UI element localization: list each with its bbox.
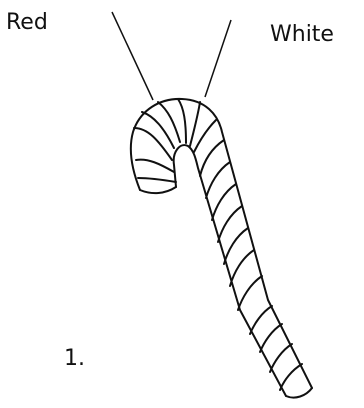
cane-bottom-end — [286, 388, 312, 398]
cane-stripe — [158, 102, 180, 142]
candy-cane — [131, 99, 312, 398]
cane-stripe — [194, 120, 216, 152]
white-leader-line — [205, 20, 231, 97]
cane-stripe — [270, 344, 292, 372]
cane-outline-inner — [174, 145, 286, 396]
cane-stripe — [260, 324, 282, 352]
cane-stripe — [230, 250, 254, 286]
cane-stripe — [280, 364, 302, 390]
cane-stripe — [250, 306, 272, 334]
cane-stripe — [138, 178, 176, 182]
cane-stripe — [190, 102, 200, 146]
cane-stripe — [238, 276, 262, 310]
cane-hook-end — [140, 187, 176, 193]
cane-stripe — [136, 160, 174, 172]
red-leader-line — [112, 12, 153, 100]
